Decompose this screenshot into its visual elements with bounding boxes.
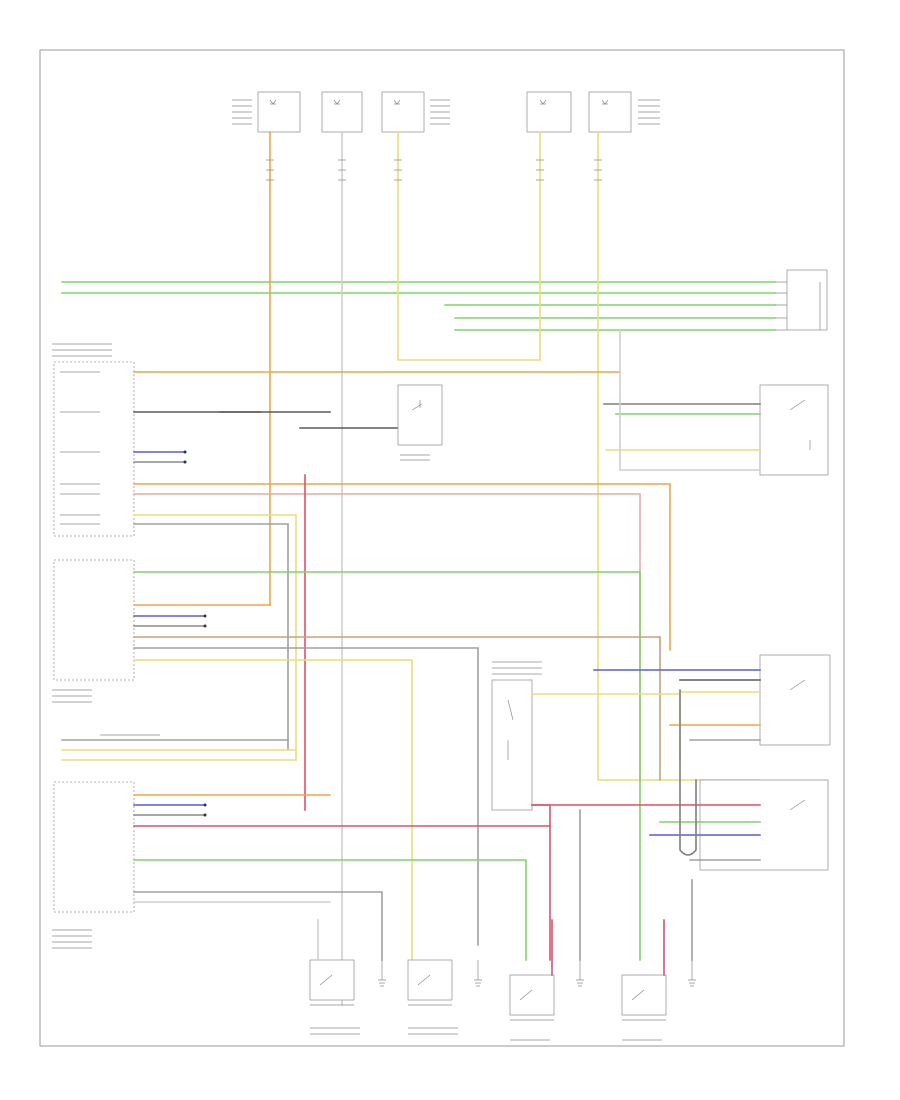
left-module-upper [52,343,671,781]
fuse-box-1 [257,91,301,133]
left-seat-module [52,559,661,966]
fuse-box-5 [588,91,632,133]
fuse-boxes [232,91,660,133]
right-door-switch [603,329,829,476]
left-mid-wires [61,734,297,761]
fuse-box-2 [321,91,363,133]
connector-top-right [786,269,828,331]
diagram-frame [39,49,845,1047]
motor-1 [309,959,355,1001]
fuse-drops [266,131,761,1006]
motor-2 [407,959,453,1001]
bottom-motors [309,919,696,1041]
fuse-box-4 [526,91,572,133]
fuse-box-3 [381,91,425,133]
motor-3 [509,974,555,1016]
right-seat-switch-lower [531,689,829,871]
motor-4 [621,974,667,1016]
middle-switch [491,661,681,961]
right-seat-switch-upper [593,654,831,746]
right-seat-module [52,781,693,961]
center-relay [304,384,443,811]
green-bus [61,269,828,331]
